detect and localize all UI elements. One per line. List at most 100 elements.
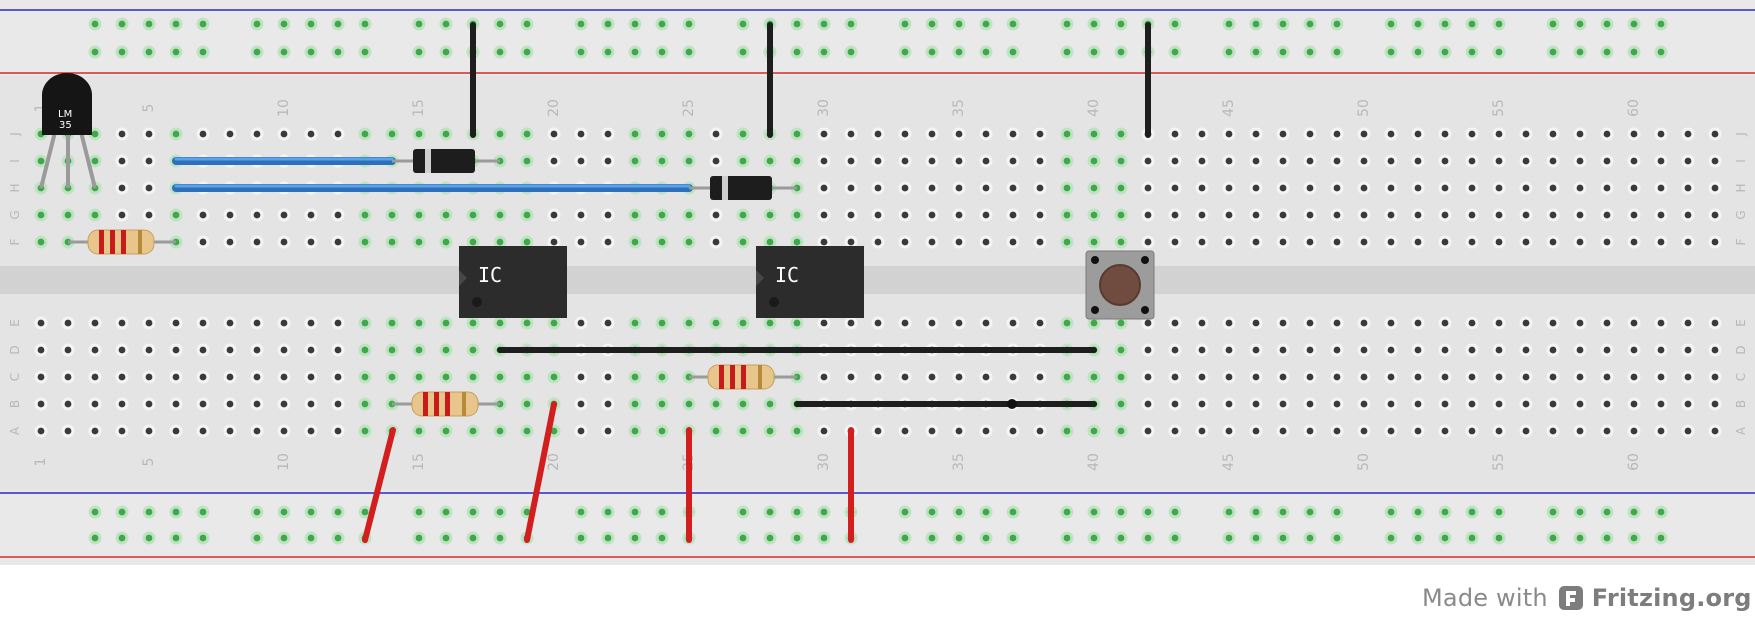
breadboard-hole-pin [793, 238, 801, 246]
breadboard-hole-pin [334, 238, 342, 246]
breadboard-hole-pin [604, 400, 612, 408]
breadboard-hole-pin [1414, 157, 1422, 165]
breadboard-hole-pin [1279, 400, 1287, 408]
breadboard-hole-pin [658, 211, 666, 219]
breadboard-hole-pin [1495, 184, 1503, 192]
breadboard-hole-pin [523, 319, 531, 327]
breadboard-hole-pin [226, 211, 234, 219]
breadboard-hole-pin [226, 373, 234, 381]
breadboard-hole-pin [1576, 184, 1584, 192]
resistor-1[interactable] [68, 229, 176, 255]
rail-hole-pin [1468, 20, 1476, 28]
breadboard-hole-pin [1387, 319, 1395, 327]
breadboard-hole-pin [1576, 157, 1584, 165]
rail-hole-pin [604, 20, 612, 28]
breadboard-hole-pin [1225, 400, 1233, 408]
row-label: D [8, 345, 22, 354]
rail-hole-pin [1279, 508, 1287, 516]
breadboard-hole-pin [1657, 157, 1665, 165]
row-label: F [8, 238, 22, 245]
breadboard-hole-pin [1603, 400, 1611, 408]
breadboard-hole-pin [1576, 319, 1584, 327]
breadboard-hole-pin [1306, 157, 1314, 165]
breadboard-hole-pin [388, 346, 396, 354]
breadboard-hole-pin [226, 346, 234, 354]
breadboard-hole-pin [1522, 130, 1530, 138]
rail-hole-pin [1009, 48, 1017, 56]
ic-chip-1[interactable]: IC [459, 246, 567, 318]
breadboard-hole-pin [1063, 319, 1071, 327]
row-label: G [8, 210, 22, 219]
breadboard-hole-pin [766, 211, 774, 219]
row-label: H [8, 183, 22, 192]
breadboard-hole-pin [253, 373, 261, 381]
rail-hole-pin [199, 48, 207, 56]
breadboard-hole-pin [1603, 238, 1611, 246]
breadboard-hole-pin [172, 373, 180, 381]
breadboard-hole-pin [820, 157, 828, 165]
breadboard-hole-pin [1630, 184, 1638, 192]
breadboard-hole-pin [1711, 427, 1719, 435]
fritzing-brand-text: Fritzing.org [1591, 584, 1752, 612]
breadboard-hole-pin [1306, 211, 1314, 219]
breadboard-hole-pin [1360, 211, 1368, 219]
breadboard-hole-pin [469, 427, 477, 435]
breadboard-hole-pin [415, 427, 423, 435]
ic-chip-2[interactable]: IC [756, 246, 864, 318]
breadboard-hole-pin [145, 211, 153, 219]
rail-hole-pin [1306, 534, 1314, 542]
breadboard-hole-pin [1468, 400, 1476, 408]
breadboard-hole-pin [1549, 211, 1557, 219]
breadboard-hole-pin [1549, 130, 1557, 138]
breadboard-hole-pin [64, 400, 72, 408]
rail-hole-pin [1063, 508, 1071, 516]
breadboard-hole-pin [1603, 427, 1611, 435]
rail-hole-pin [145, 534, 153, 542]
breadboard-hole-pin [1279, 427, 1287, 435]
breadboard-hole-pin [1387, 238, 1395, 246]
breadboard-hole-pin [442, 427, 450, 435]
breadboard-hole-pin [1684, 319, 1692, 327]
breadboard-hole-pin [658, 130, 666, 138]
breadboard-hole-pin [1522, 211, 1530, 219]
bottom-power-rail-area [0, 490, 1755, 565]
rail-hole-pin [442, 534, 450, 542]
breadboard-hole-pin [631, 157, 639, 165]
rail-hole-pin [685, 20, 693, 28]
breadboard-hole-pin [64, 346, 72, 354]
column-number: 10 [276, 453, 292, 471]
column-number: 35 [951, 99, 967, 117]
breadboard-hole-pin [1036, 238, 1044, 246]
breadboard-hole-pin [415, 346, 423, 354]
diode-2[interactable] [689, 176, 797, 200]
breadboard-hole-pin [145, 400, 153, 408]
resistor-3[interactable] [689, 364, 797, 390]
rail-hole-pin [280, 20, 288, 28]
breadboard-hole-pin [1522, 184, 1530, 192]
breadboard-hole-pin [604, 130, 612, 138]
breadboard-hole-pin [1063, 157, 1071, 165]
rail-hole-pin [1333, 48, 1341, 56]
breadboard-hole-pin [307, 346, 315, 354]
column-number: 5 [141, 104, 157, 113]
rail-hole-pin [307, 20, 315, 28]
diode-1[interactable] [392, 149, 500, 173]
breadboard-hole-pin [199, 130, 207, 138]
rail-hole-pin [1441, 534, 1449, 542]
breadboard-hole-pin [1279, 211, 1287, 219]
resistor-2[interactable] [392, 391, 500, 417]
row-label: J [1734, 132, 1748, 137]
breadboard-hole-pin [226, 238, 234, 246]
push-button[interactable] [1085, 250, 1155, 320]
breadboard-hole-pin [226, 319, 234, 327]
red-wire-1[interactable] [362, 427, 396, 543]
lm35-temperature-sensor[interactable]: LM 35 [39, 73, 97, 189]
rail-hole-pin [1657, 48, 1665, 56]
breadboard-hole-pin [1576, 373, 1584, 381]
rail-hole-pin [739, 534, 747, 542]
breadboard-hole-pin [1036, 130, 1044, 138]
row-label: A [8, 426, 22, 435]
red-wire-2[interactable] [524, 401, 557, 543]
breadboard-hole-pin [1225, 373, 1233, 381]
breadboard-hole-pin [361, 346, 369, 354]
